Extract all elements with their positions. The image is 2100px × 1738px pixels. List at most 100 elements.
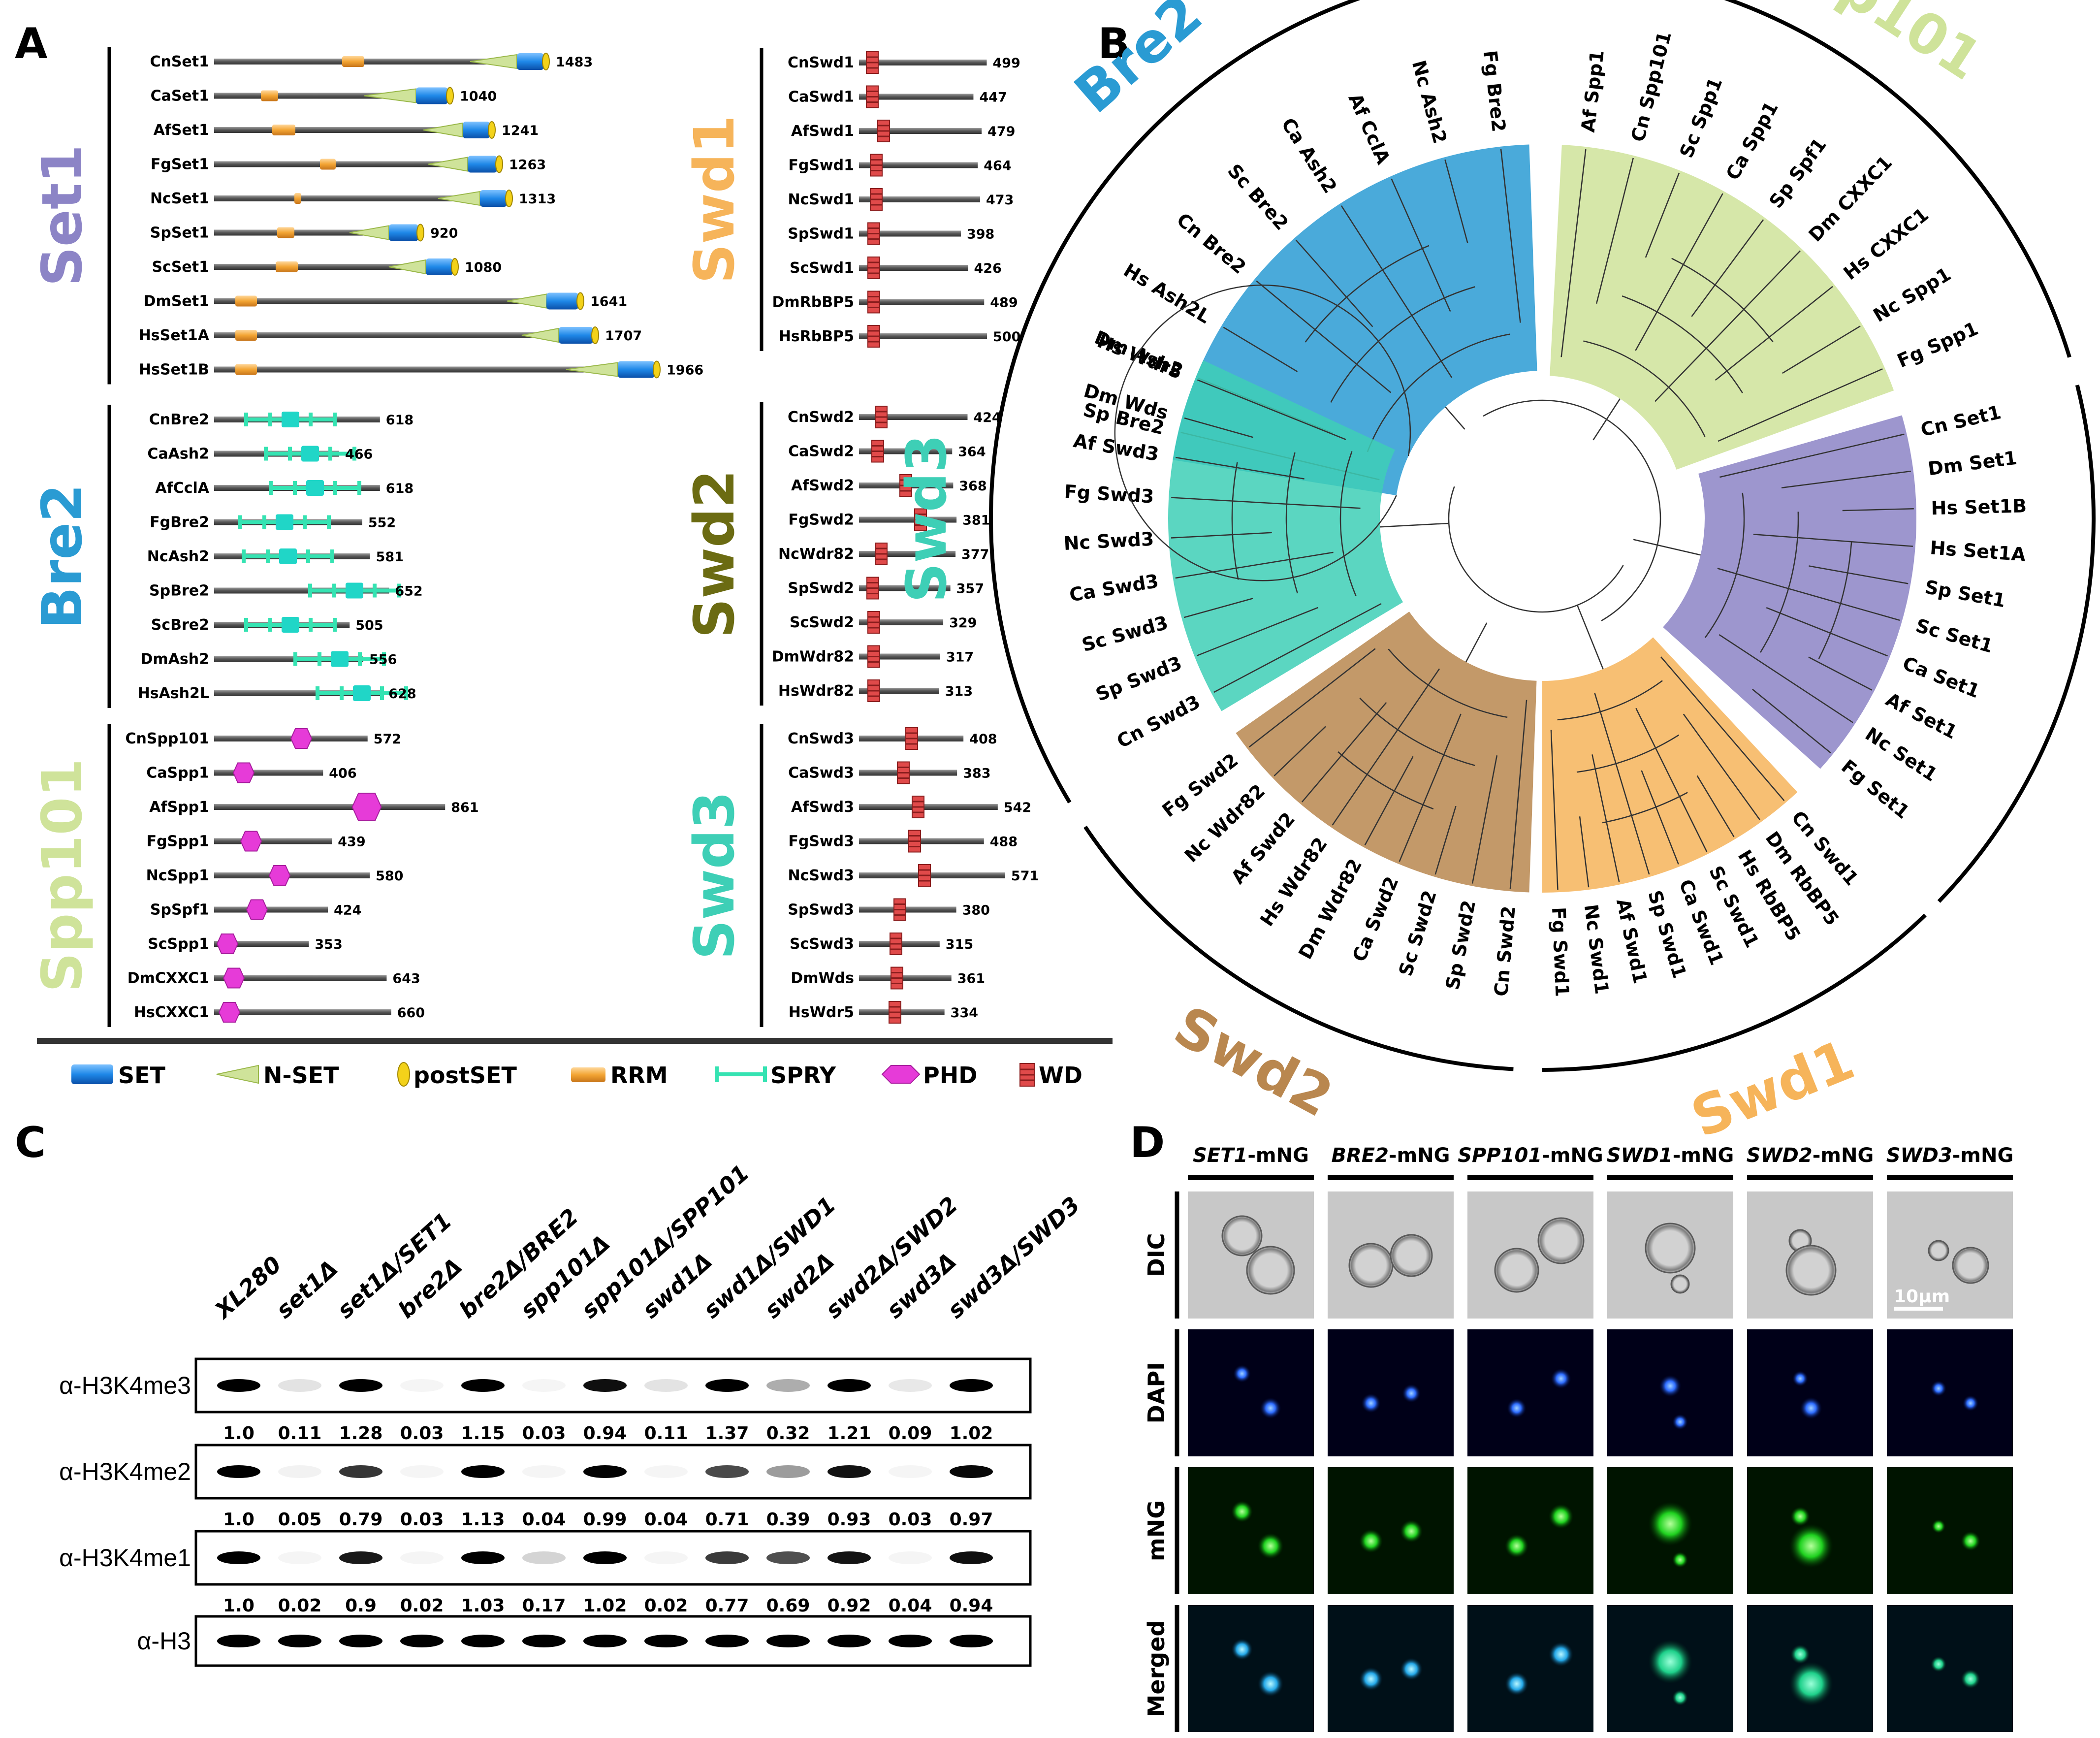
legend-phd: PHD (881, 1062, 977, 1089)
blot-band (461, 1465, 505, 1478)
phd-domain (223, 967, 245, 989)
rrm-domain (261, 90, 278, 101)
set-domain (468, 156, 497, 173)
set-domain (426, 258, 453, 275)
protein-length: 1263 (509, 158, 546, 173)
micrograph (1607, 1605, 1733, 1732)
wd-domain (897, 761, 910, 784)
protein-backbone (859, 1009, 945, 1015)
tree-branch (1594, 692, 1650, 875)
protein-backbone (859, 804, 998, 810)
blot-band (827, 1379, 871, 1392)
blot-band (400, 1379, 444, 1392)
tree-branch (1176, 456, 1305, 480)
protein-length: 628 (388, 686, 416, 702)
protein-length: 618 (386, 481, 414, 496)
protein-length: 1641 (590, 294, 627, 310)
strain-header: SET1-mNG (1193, 1144, 1309, 1167)
strain-header: SWD2-mNG (1747, 1144, 1874, 1167)
micrograph (1607, 1467, 1733, 1594)
band-quantification: 0.94 (950, 1596, 993, 1616)
wd-domain (867, 679, 880, 702)
wd-domain (867, 222, 880, 245)
rrm-domain (320, 159, 336, 170)
protein-name: CnSpp101 (125, 730, 209, 747)
antibody-label: α-H3K4me3 (59, 1372, 191, 1399)
tree-leaf-label: Sp Swd3 (1093, 652, 1185, 706)
band-quantification: 0.92 (827, 1596, 871, 1616)
postset-domain (576, 292, 584, 310)
tree-leaf-label: Hs Ash2L (1120, 259, 1214, 327)
protein-backbone (859, 299, 985, 305)
band-quantification: 1.0 (223, 1510, 255, 1530)
phd-domain (268, 865, 291, 886)
legend-rrm: RRM (571, 1062, 668, 1089)
band-quantification: 0.9 (345, 1596, 377, 1616)
tree-leaf-label: Fg Swd1 (1548, 906, 1573, 997)
micrograph (1188, 1605, 1314, 1732)
protein-length: 408 (969, 732, 997, 747)
protein-length: 466 (345, 447, 373, 462)
wd-domain (912, 796, 924, 818)
clade-title: Bre2 (1063, 0, 1214, 126)
tree-branch (1842, 508, 1914, 512)
protein-name: HsRbBP5 (779, 328, 854, 345)
protein-length: 377 (961, 547, 989, 562)
tree-leaf-label: Hs CXXC1 (1840, 204, 1933, 285)
protein-name: ScSet1 (152, 258, 209, 276)
protein-length: 406 (329, 766, 356, 781)
blot-band (217, 1551, 260, 1564)
tree-branch (1560, 149, 1587, 357)
protein-name: HsWdr5 (789, 1004, 854, 1021)
set-domain (480, 190, 507, 207)
blot-band (583, 1465, 627, 1478)
tree-branch (1766, 607, 1888, 657)
tree-branch (1295, 239, 1373, 327)
rrm-domain (235, 364, 257, 375)
protein-backbone (214, 332, 597, 338)
band-quantification: 0.71 (705, 1510, 749, 1530)
protein-backbone (859, 94, 974, 100)
protein-row: DmSet1 1641 (144, 292, 627, 310)
protein-backbone (859, 162, 978, 168)
set-domain-icon (71, 1064, 113, 1084)
band-quantification: 0.03 (400, 1510, 444, 1530)
blot-band (766, 1635, 810, 1647)
protein-length: 499 (992, 56, 1020, 71)
row-label: DAPI (1143, 1362, 1170, 1424)
wd-domain (877, 120, 890, 142)
wd-domain (875, 543, 888, 565)
tree-leaf-label: Sp Swd2 (1441, 899, 1480, 992)
tree-branch (1171, 532, 1272, 539)
band-quantification: 1.15 (461, 1423, 505, 1444)
protein-backbone (859, 516, 957, 523)
protein-name: ScSwd2 (790, 614, 854, 631)
protein-name: DmSet1 (144, 293, 209, 310)
blot-band (705, 1379, 749, 1392)
band-quantification: 0.32 (766, 1423, 810, 1444)
micrograph (1328, 1329, 1454, 1456)
wd-domain (867, 611, 880, 634)
blot-band (766, 1551, 810, 1564)
protein-backbone (214, 804, 445, 810)
protein-length: 368 (959, 479, 986, 494)
n-set-domain (521, 327, 559, 343)
phd-domain (246, 899, 268, 920)
wd-domain (899, 474, 912, 497)
column-header: SWD3-mNG (1886, 1144, 2013, 1180)
